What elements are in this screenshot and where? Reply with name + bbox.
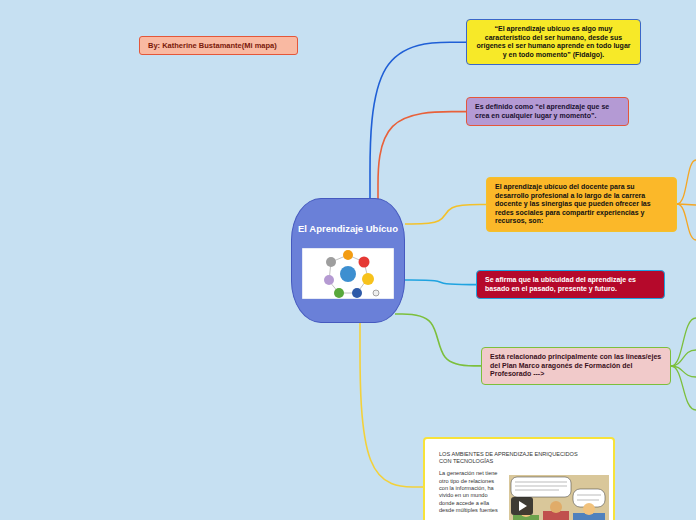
branch-connector [405,204,486,224]
branch-connector [405,280,476,285]
definition-box: Es definido como “el aprendizaje que se … [466,97,629,126]
center-illustration [302,248,394,299]
author-box: By: Katherine Bustamante(Mi mapa) [139,36,298,55]
image-card: LOS AMBIENTES DE APRENDIZAJE ENRIQUECIDO… [423,437,615,520]
branch-connector [378,112,466,200]
quote-box: “El aprendizaje ubicuo es algo muy carac… [466,19,641,65]
plan-box: Está relacionado principalmente con las … [481,347,671,385]
ubiquity-box: Se afirma que la ubicuidad del aprendiza… [476,270,665,299]
node-text: Se afirma que la ubicuidad del aprendiza… [485,276,656,293]
node-text: Es definido como “el aprendizaje que se … [475,103,620,120]
stub-line [677,160,696,204]
stub-line [671,350,696,366]
node-text: Está relacionado principalmente con las … [490,353,662,379]
branch-connector [360,323,423,487]
branch-connector [395,314,481,366]
comic-video-thumbnail [509,475,609,520]
teacher-box: El aprendizaje ubícuo del docente para s… [486,177,677,232]
node-text: “El aprendizaje ubicuo es algo muy carac… [475,25,632,59]
node-text: El Aprendizaje Ubícuo [298,223,398,234]
node-text: By: Katherine Bustamante(Mi mapa) [148,41,289,50]
node-text: El aprendizaje ubícuo del docente para s… [495,183,668,226]
central-topic: El Aprendizaje Ubícuo [291,198,405,323]
node-text: LOS AMBIENTES DE APRENDIZAJE ENRIQUECIDO… [439,451,589,464]
node-body: La generación net tiene otro tipo de rel… [439,470,503,514]
stub-line [671,366,696,410]
stub-line [671,318,696,366]
stub-line [677,204,696,240]
branch-connector [370,42,466,198]
